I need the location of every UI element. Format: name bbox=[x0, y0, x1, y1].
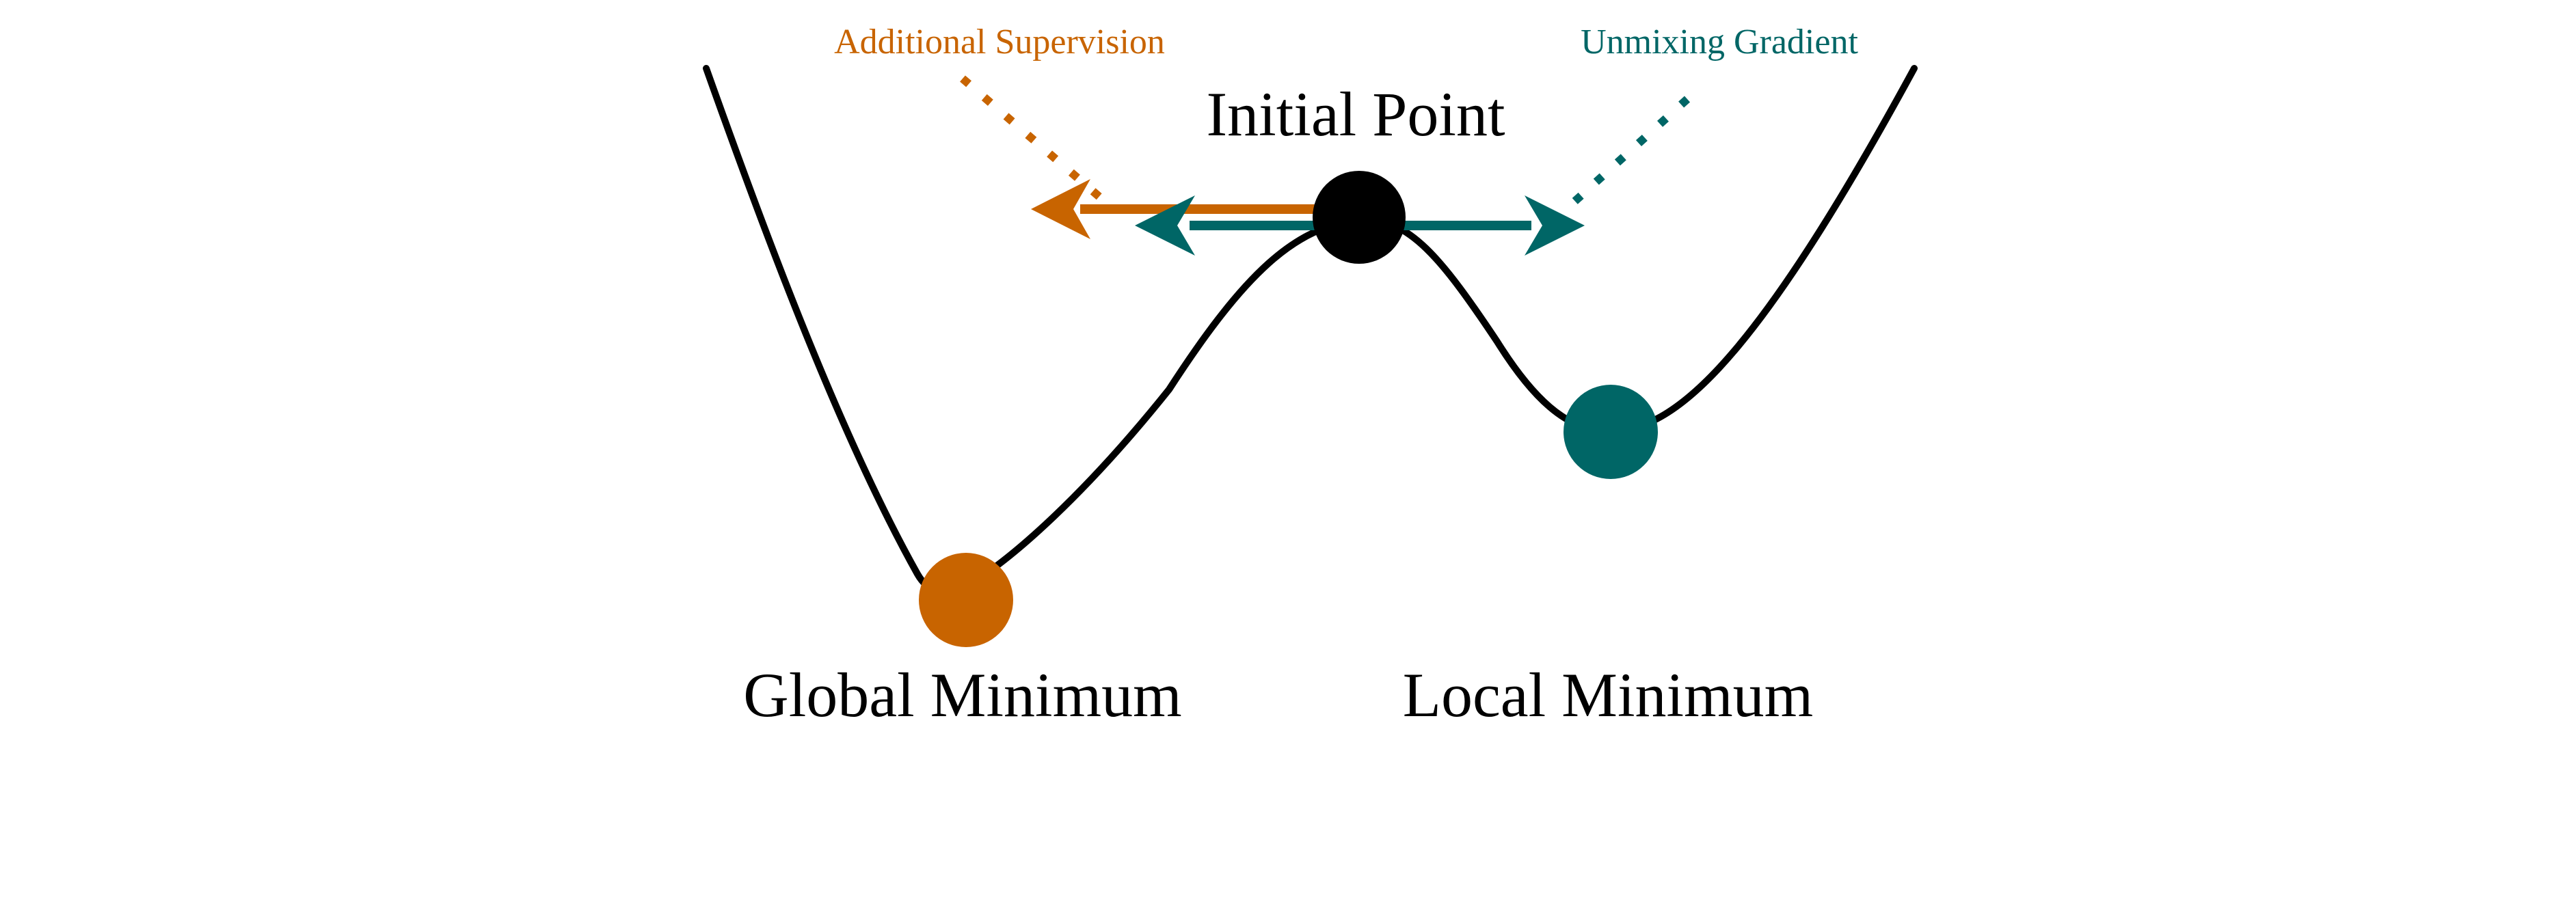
unmixing-arrow-left-head bbox=[1135, 195, 1195, 256]
local-minimum-label: Local Minimum bbox=[1403, 660, 1813, 730]
initial-point-marker bbox=[1313, 171, 1406, 264]
unmixing-dotted-line-main bbox=[1571, 96, 1691, 205]
additional-supervision-label: Additional Supervision bbox=[834, 23, 1165, 62]
supervision-arrow-head bbox=[1031, 179, 1090, 239]
unmixing-dotted-line bbox=[1687, 94, 1693, 99]
supervision-dotted-line bbox=[960, 75, 1112, 208]
unmixing-gradient-label: Unmixing Gradient bbox=[1581, 23, 1858, 62]
unmixing-arrow-right-head bbox=[1525, 195, 1585, 256]
initial-point-label: Initial Point bbox=[1207, 79, 1505, 149]
global-minimum-marker bbox=[919, 553, 1013, 647]
local-minimum-marker bbox=[1564, 385, 1658, 479]
global-minimum-label: Global Minimum bbox=[743, 660, 1181, 730]
